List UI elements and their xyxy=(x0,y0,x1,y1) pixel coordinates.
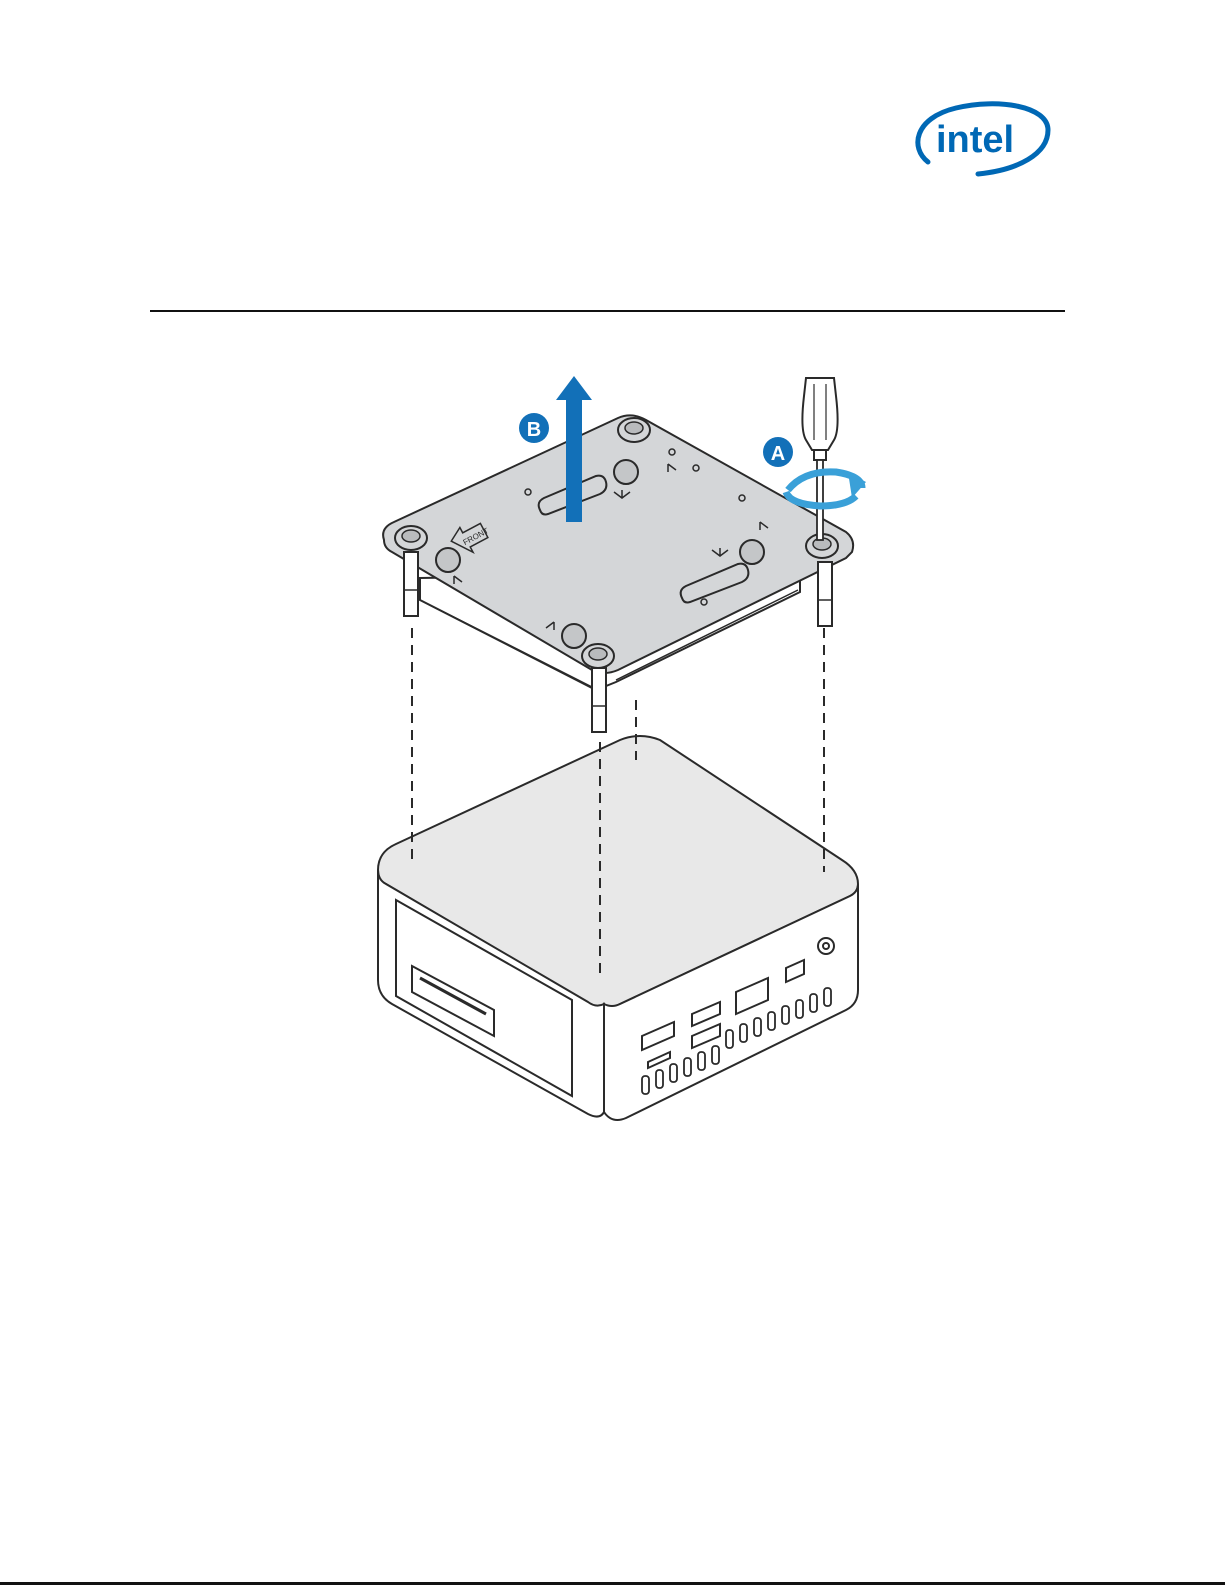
screw-left xyxy=(395,526,427,616)
screw-head xyxy=(589,648,607,660)
screw-head xyxy=(402,530,420,542)
cover-boss xyxy=(562,624,586,648)
intel-logo: intel xyxy=(908,100,1054,180)
callout-a-label: A xyxy=(771,443,785,465)
cover-boss xyxy=(614,460,638,484)
screw-head xyxy=(625,422,643,434)
chassis-cover-removal-illustration: FRONT xyxy=(360,370,880,1140)
screwdriver-collar xyxy=(814,450,826,460)
screw-right xyxy=(806,534,838,626)
screw-rear xyxy=(618,418,650,442)
callout-b-label: B xyxy=(527,419,541,441)
rotate-counterclockwise-arrow xyxy=(786,472,866,506)
standoff xyxy=(592,668,606,732)
header-divider xyxy=(150,310,1065,312)
callout-b: B xyxy=(519,413,549,443)
screw-front xyxy=(582,644,614,732)
standoff xyxy=(818,562,832,626)
cover-boss xyxy=(740,540,764,564)
callout-a: A xyxy=(763,437,793,467)
screwdriver-handle xyxy=(802,378,837,450)
standoff xyxy=(404,552,418,616)
chassis-body xyxy=(378,736,858,1120)
logo-wordmark: intel xyxy=(936,119,1014,161)
cover-boss xyxy=(436,548,460,572)
